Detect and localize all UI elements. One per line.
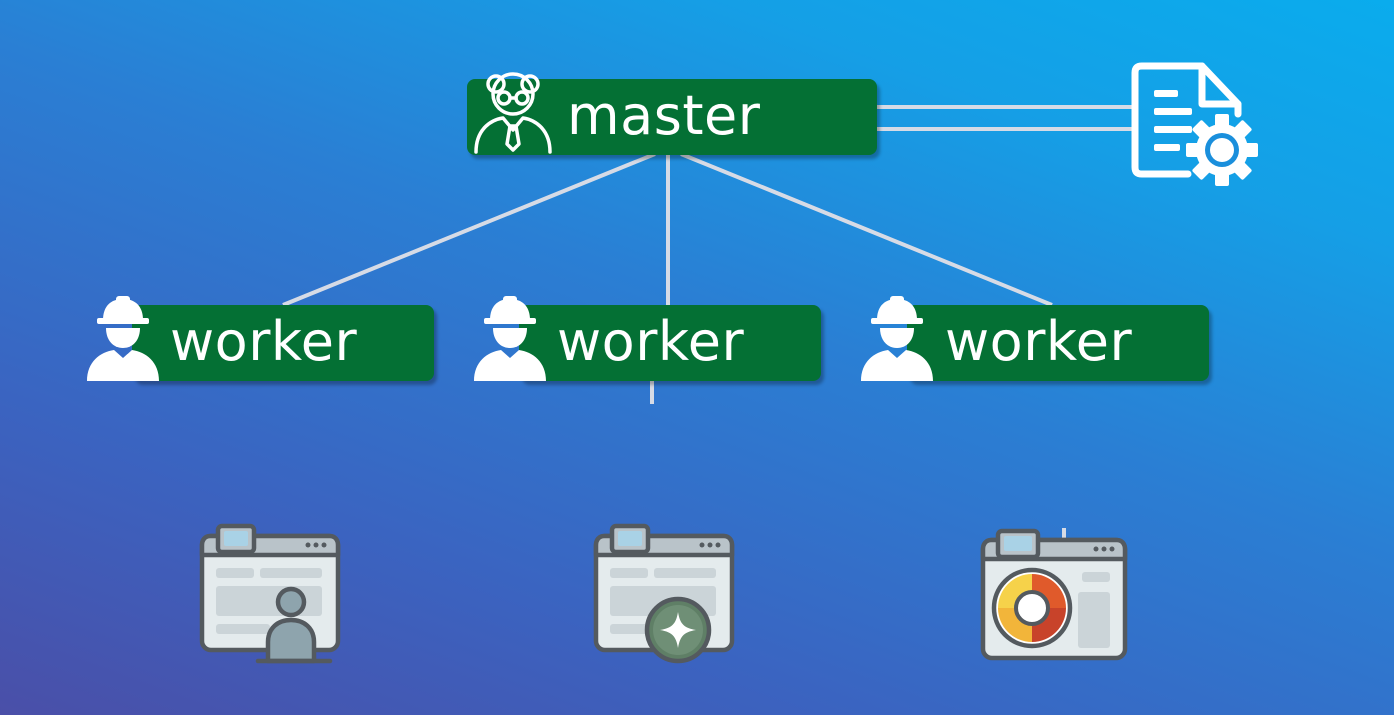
construction-worker-icon (473, 296, 547, 382)
worker-node: worker (907, 305, 1209, 381)
worker-node: worker (519, 305, 821, 381)
construction-worker-icon (86, 296, 160, 382)
worker-label: worker (170, 309, 358, 373)
master-node: master (467, 79, 877, 155)
connector-master-worker-3 (680, 152, 1053, 307)
document-settings-icon (1130, 62, 1260, 188)
teacher-icon (470, 64, 556, 156)
browser-star-icon (590, 522, 736, 668)
browser-chart-icon (978, 528, 1128, 664)
master-label: master (567, 83, 761, 147)
worker-label: worker (945, 309, 1133, 373)
connector-master-worker-1 (282, 152, 656, 307)
construction-worker-icon (860, 296, 934, 382)
worker-label: worker (557, 309, 745, 373)
browser-user-icon (196, 522, 342, 668)
worker-node: worker (132, 305, 434, 381)
